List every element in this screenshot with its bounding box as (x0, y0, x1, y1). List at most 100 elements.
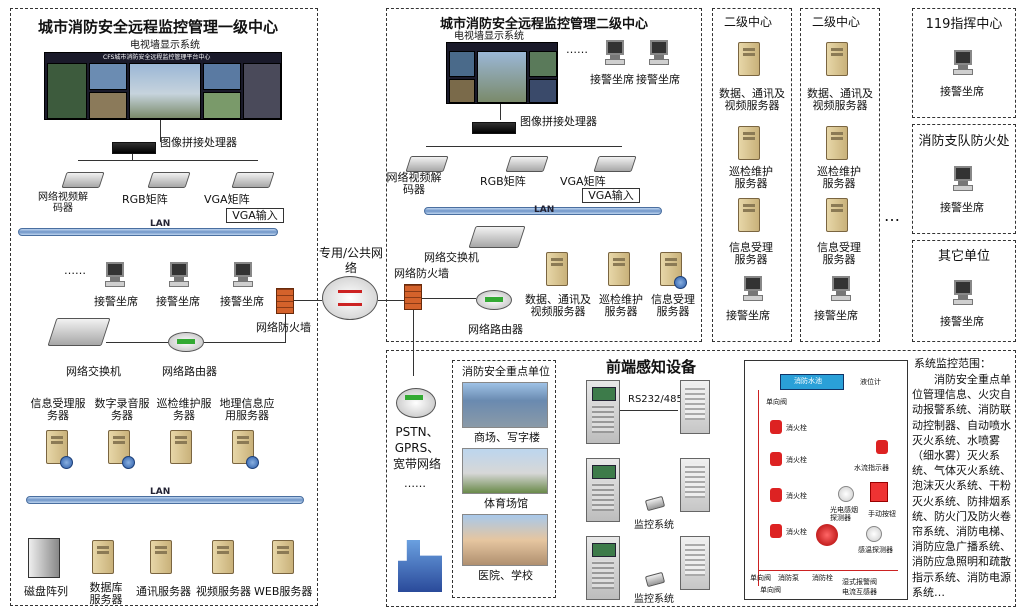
level1-server-label: 信息受理服务器 (30, 397, 86, 422)
tv-tile (243, 63, 281, 119)
level2-seat-label: 接警坐席 (636, 73, 680, 86)
pstn-label: PSTN、GPRS、宽带网络 (392, 425, 441, 471)
level2-image-processor-device (472, 122, 516, 134)
connector (426, 146, 622, 147)
tv-tile (477, 51, 527, 103)
level2-router-label: 网络路由器 (468, 323, 523, 336)
tv-tile (529, 51, 557, 77)
secondary-server-icon (826, 42, 848, 76)
unit-photo-stadium (462, 448, 548, 494)
bottom-label: 单向阀 (760, 586, 781, 594)
level2-seat-label: 接警坐席 (590, 73, 634, 86)
control-panel-icon (586, 458, 620, 522)
hydrant-icon (770, 524, 782, 538)
level1-server-icon (272, 540, 294, 574)
secondary-server-label: 数据、通讯及视频服务器 (719, 87, 785, 112)
control-panel-icon (586, 536, 620, 600)
network-label: 专用/公共网络 (318, 246, 384, 275)
secondary-server-label: 信息受理服务器 (817, 241, 861, 266)
pipe (758, 570, 898, 571)
rs-label: RS232/485/422 (628, 394, 706, 405)
unit-label: 体育场馆 (484, 497, 528, 510)
secondary-server-icon (738, 42, 760, 76)
pipe (758, 390, 759, 586)
level2-decoder-label: 网络视频解码器 (386, 171, 442, 196)
user-icon (674, 276, 687, 289)
level1-tv-header: CFS城市消防安全远程监控管理平台中心 (103, 54, 211, 61)
level1-server-label: 数字录音服务器 (94, 397, 150, 422)
level1-bottom-label: 磁盘阵列 (24, 585, 68, 598)
level1-server-icon (232, 430, 254, 464)
smoke-detector-icon (866, 526, 882, 542)
level1-decoder-device (61, 172, 105, 188)
secondary-center-box (712, 8, 792, 342)
bottom-label: 消防泵 (778, 574, 799, 582)
level2-server-icon (608, 252, 630, 286)
water-tank (780, 374, 844, 390)
connector (413, 310, 414, 376)
unit-box (912, 8, 1016, 118)
photo-detector-label: 光电感烟探测器 (830, 506, 858, 522)
tv-tile (89, 63, 127, 90)
level2-vga-device (593, 156, 637, 172)
hydrant-label: 消火栓 (786, 528, 807, 536)
frontend-box (386, 350, 1016, 607)
control-panel-icon (586, 380, 620, 444)
level1-router-label: 网络路由器 (162, 365, 217, 378)
connector (378, 300, 406, 301)
secondary-server-icon (738, 198, 760, 232)
secondary-seat-icon (742, 276, 764, 302)
level1-bottom-label: WEB服务器 (254, 585, 313, 598)
manual-button-label: 手动按钮 (868, 510, 896, 518)
level1-server-icon (108, 430, 130, 464)
level2-lan-label: LAN (534, 205, 555, 215)
secondary-server-label: 巡检维护服务器 (729, 165, 773, 190)
unit-seat-icon (952, 50, 974, 76)
level2-server-label: 信息受理服务器 (651, 293, 695, 318)
level1-server-icon (212, 540, 234, 574)
connector (620, 410, 678, 411)
hydrant-icon (770, 420, 782, 434)
level2-seat-icon (648, 40, 670, 66)
level1-image-processor-device (112, 142, 156, 154)
globe-icon (122, 456, 135, 469)
level1-title: 城市消防安全远程监控管理一级中心 (38, 18, 279, 36)
level1-dots: …… (64, 264, 86, 277)
secondary-seat-label: 接警坐席 (814, 309, 858, 322)
connector (422, 298, 476, 299)
connector (204, 342, 286, 343)
unit-seat-icon (952, 280, 974, 306)
secondary-server-icon (826, 198, 848, 232)
level1-switch-label: 网络交换机 (66, 365, 121, 378)
level2-firewall-icon (404, 284, 422, 310)
bottom-label: 电流互感器 (842, 588, 877, 596)
monitor-system-label: 监控系统 (634, 594, 674, 605)
level2-switch-device (468, 226, 526, 248)
level2-tv-wall-label: 电视墙显示系统 (454, 31, 524, 42)
manual-button-icon (870, 482, 888, 502)
level1-server-icon (46, 430, 68, 464)
level1-bottom-label: 视频服务器 (196, 585, 251, 598)
level1-router-icon (168, 332, 204, 352)
level1-server-icon (150, 540, 172, 574)
level-meter-label: 液位计 (860, 378, 881, 386)
user-icon (60, 456, 73, 469)
network-cloud-icon (322, 276, 378, 320)
pstn-dots: …… (404, 477, 426, 490)
interface-panel-icon (680, 380, 710, 434)
unit-photo-hospital (462, 514, 548, 566)
hydrant-label: 消火栓 (786, 492, 807, 500)
hydrant-icon (770, 452, 782, 466)
secondary-server-icon (738, 126, 760, 160)
level1-lan-bottom-label: LAN (150, 487, 171, 497)
level1-firewall-label: 网络防火墙 (256, 321, 311, 334)
unit-seat-label: 接警坐席 (940, 85, 984, 98)
level2-tv-wall (446, 42, 558, 104)
check-valve-label: 单向阀 (766, 398, 787, 406)
level2-rgb-device (505, 156, 549, 172)
disk-array-icon (28, 538, 60, 578)
level2-dots: …… (566, 43, 588, 56)
flow-indicator-icon (876, 440, 888, 454)
connector (78, 160, 258, 161)
level1-tv-wall: CFS城市消防安全远程监控管理平台中心 (44, 52, 282, 120)
